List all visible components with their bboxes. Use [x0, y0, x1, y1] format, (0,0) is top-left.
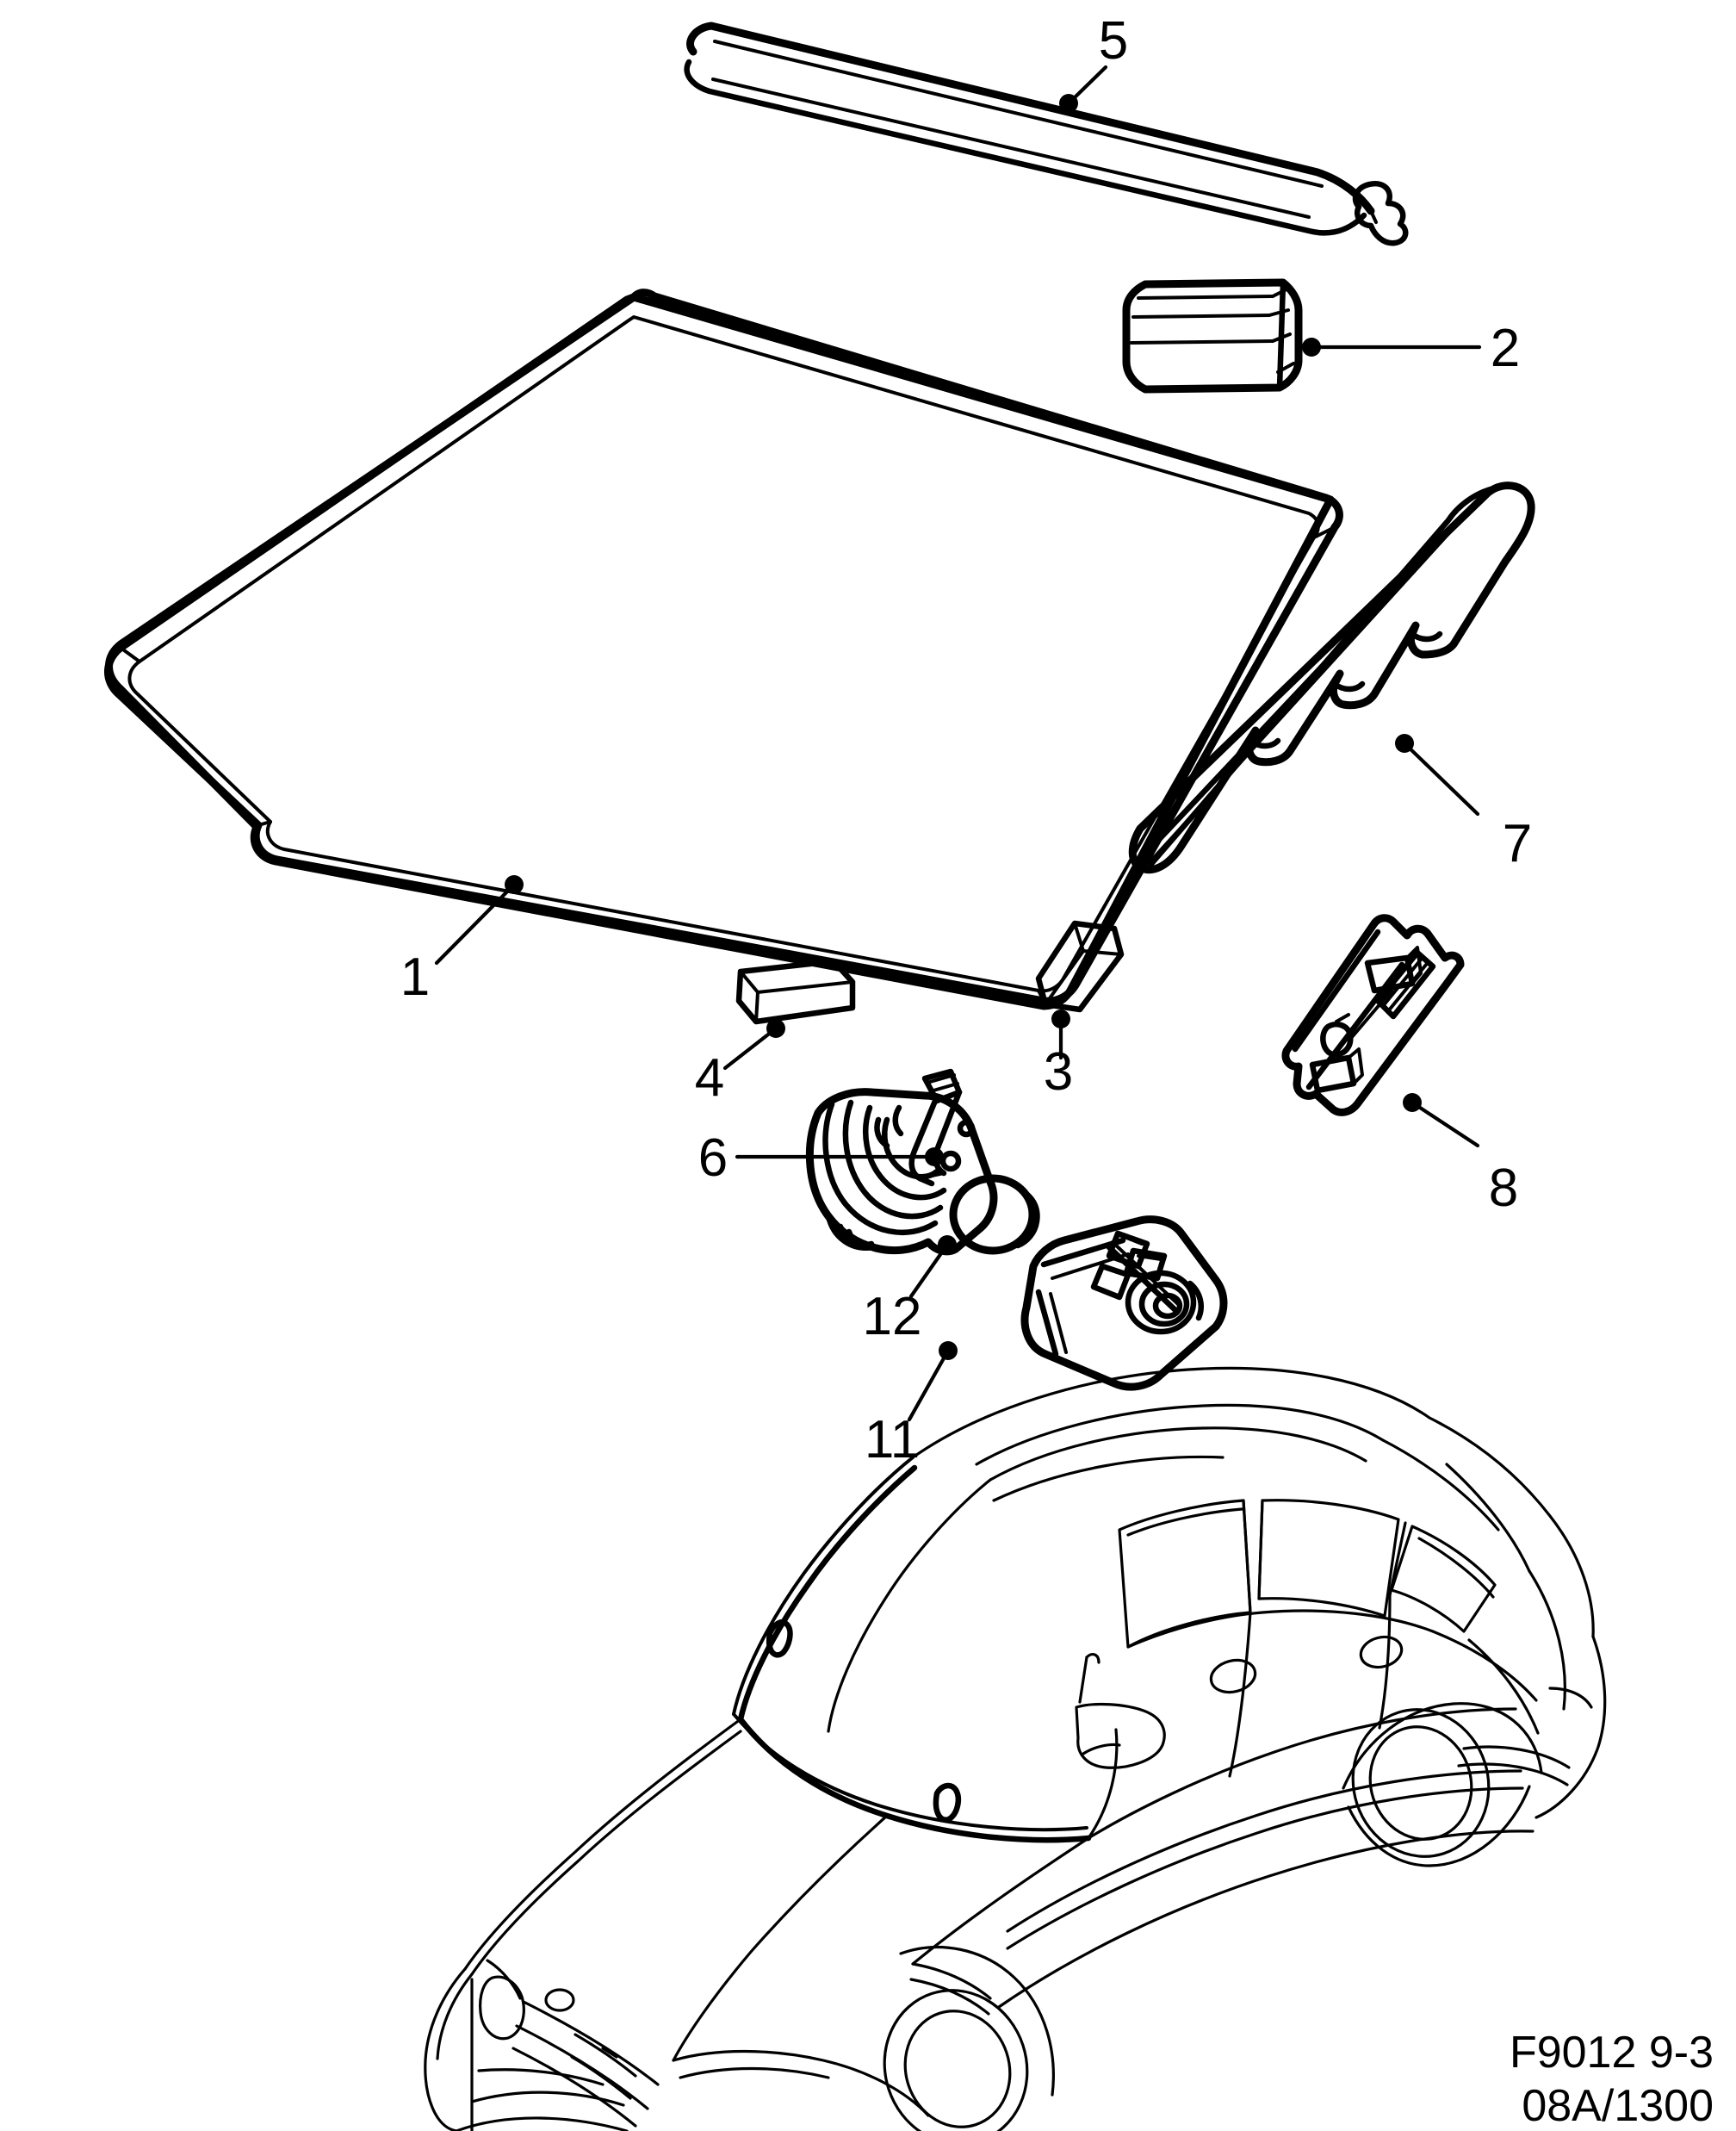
callout-1: 1 [400, 875, 524, 1007]
callout-6: 6 [698, 1128, 944, 1188]
callouts: 1 2 3 4 [400, 11, 1532, 1469]
callout-5-label: 5 [1099, 11, 1128, 71]
callout-12: 12 [863, 1235, 957, 1346]
callout-2: 2 [1302, 319, 1520, 378]
callout-8: 8 [1403, 1093, 1518, 1218]
part-8-retainer-bracket [1281, 914, 1465, 1116]
callout-11-label: 11 [865, 1410, 920, 1469]
part-4-spacer-block [735, 958, 856, 1025]
part-12-sensor-gel-pad [949, 1174, 1040, 1255]
callout-4-label: 4 [695, 1048, 724, 1108]
footer-line-2: 08A/1300 [1522, 2081, 1714, 2131]
part-1-windshield-glass [104, 289, 1343, 1010]
part-11-sensor-housing-cover [1020, 1215, 1228, 1391]
part-7-a-pillar-molding [1128, 481, 1535, 874]
part-3-spacer-block [1035, 920, 1125, 1013]
part-6-rain-light-sensor [805, 1068, 998, 1256]
callout-3: 3 [1044, 1010, 1073, 1102]
footer-line-1: F9012 9-3 [1510, 2028, 1714, 2078]
vehicle-illustration [424, 1366, 1607, 2131]
callout-7-label: 7 [1503, 814, 1532, 873]
callout-8-label: 8 [1489, 1159, 1518, 1218]
part-5-upper-molding-strip [684, 22, 1409, 246]
callout-2-label: 2 [1491, 319, 1520, 378]
callout-3-label: 3 [1044, 1042, 1073, 1102]
callout-12-label: 12 [863, 1287, 922, 1346]
callout-11: 11 [865, 1341, 958, 1469]
callout-6-label: 6 [698, 1128, 728, 1188]
callout-1-label: 1 [400, 947, 430, 1007]
footer-block: F9012 9-3 08A/1300 [1510, 2028, 1714, 2131]
part-2-molding-end-clip [1122, 278, 1303, 394]
callout-5: 5 [1059, 11, 1128, 113]
callout-4: 4 [695, 1019, 785, 1108]
callout-7: 7 [1395, 734, 1532, 873]
